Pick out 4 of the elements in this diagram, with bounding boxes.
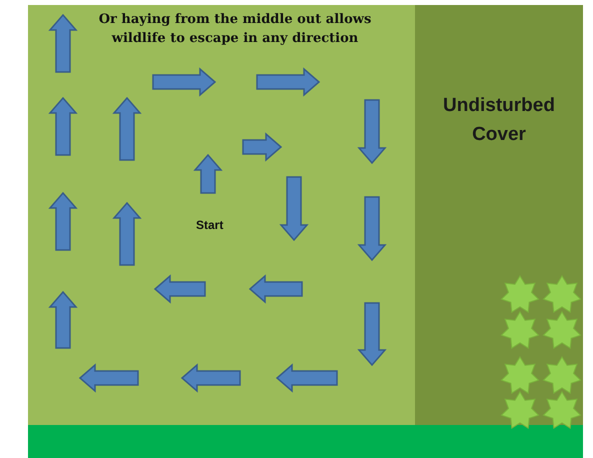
cover-band xyxy=(415,5,583,425)
title: Or haying from the middle out allows wildlife to escape in any direction xyxy=(98,11,372,48)
start-label: Start xyxy=(196,218,224,232)
cover-label: Undisturbed Cover xyxy=(442,94,556,147)
